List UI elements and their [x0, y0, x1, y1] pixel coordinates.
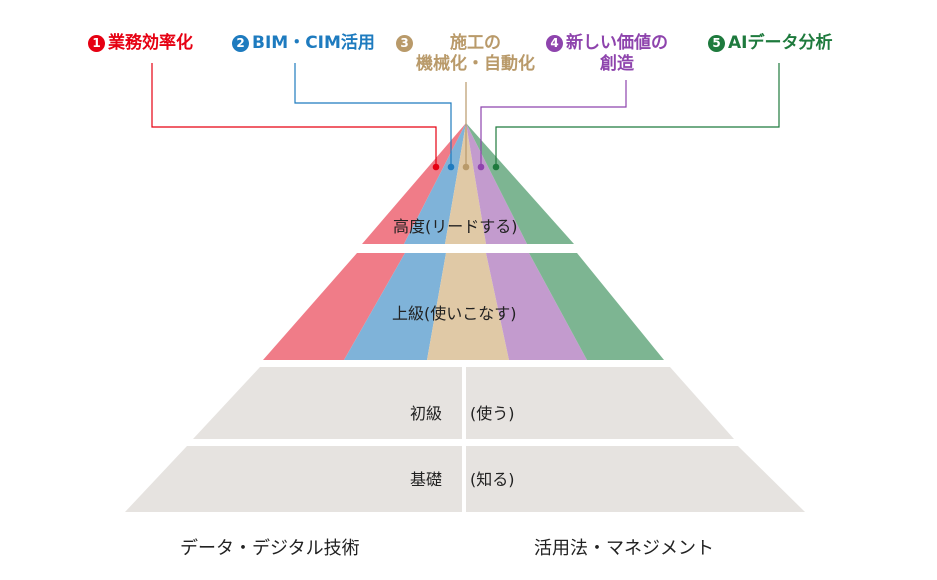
leader-dot-1	[432, 163, 440, 171]
circled-number-icon: 2	[232, 35, 249, 52]
level-label-basic-desc: (知る)	[470, 470, 515, 489]
leader-dot-4	[477, 163, 485, 171]
pyramid-slice-upper-4	[486, 253, 587, 360]
category-name: 新しい価値の創造	[566, 33, 668, 74]
circled-number-icon: 4	[546, 35, 563, 52]
level-label-beginner: 初級	[410, 404, 443, 423]
category-name: 施工の機械化・自動化	[416, 33, 535, 74]
leader-line-1	[151, 63, 437, 167]
bottom-label-management: 活用法・マネジメント	[534, 538, 714, 559]
leader-dot-5	[492, 163, 500, 171]
pyramid-slice-top-5	[466, 123, 574, 244]
circled-number-icon: 3	[396, 35, 413, 52]
pyramid-tier-top	[362, 123, 574, 244]
pyramid-tier-upper	[263, 253, 664, 360]
pyramid-slice-upper-1	[263, 253, 405, 360]
category-name: BIM・CIM活用	[252, 33, 375, 53]
category-name: 業務効率化	[108, 33, 193, 53]
leader-line-5	[495, 63, 780, 167]
level-label-advanced: 高度(リードする)	[393, 217, 518, 236]
category-label-4: 4 新しい価値の創造	[546, 33, 668, 75]
category-name: AIデータ分析	[728, 33, 833, 53]
pyramid-slice-upper-3	[427, 253, 509, 360]
pyramid-slice-upper-5	[529, 253, 664, 360]
leader-dot-2	[447, 163, 455, 171]
level-label-beginner-desc: (使う)	[470, 404, 515, 423]
pyramid-slice-top-1	[362, 123, 466, 244]
category-label-5: 5 AIデータ分析	[708, 33, 832, 54]
level-label-upper: 上級(使いこなす)	[392, 304, 517, 323]
category-label-3: 3 施工の機械化・自動化	[396, 33, 535, 75]
circled-number-icon: 1	[88, 35, 105, 52]
leader-lines	[151, 63, 780, 171]
leader-line-4	[480, 80, 627, 167]
bottom-label-data-digital: データ・デジタル技術	[180, 538, 360, 559]
pyramid-slice-top-3	[445, 123, 486, 244]
pyramid-slice-upper-2	[344, 253, 446, 360]
leader-dot-3	[462, 163, 470, 171]
category-label-1: 1 業務効率化	[88, 33, 193, 54]
circled-number-icon: 5	[708, 35, 725, 52]
category-label-2: 2 BIM・CIM活用	[232, 33, 375, 54]
level-label-basic: 基礎	[410, 470, 443, 489]
leader-line-2	[294, 63, 452, 167]
